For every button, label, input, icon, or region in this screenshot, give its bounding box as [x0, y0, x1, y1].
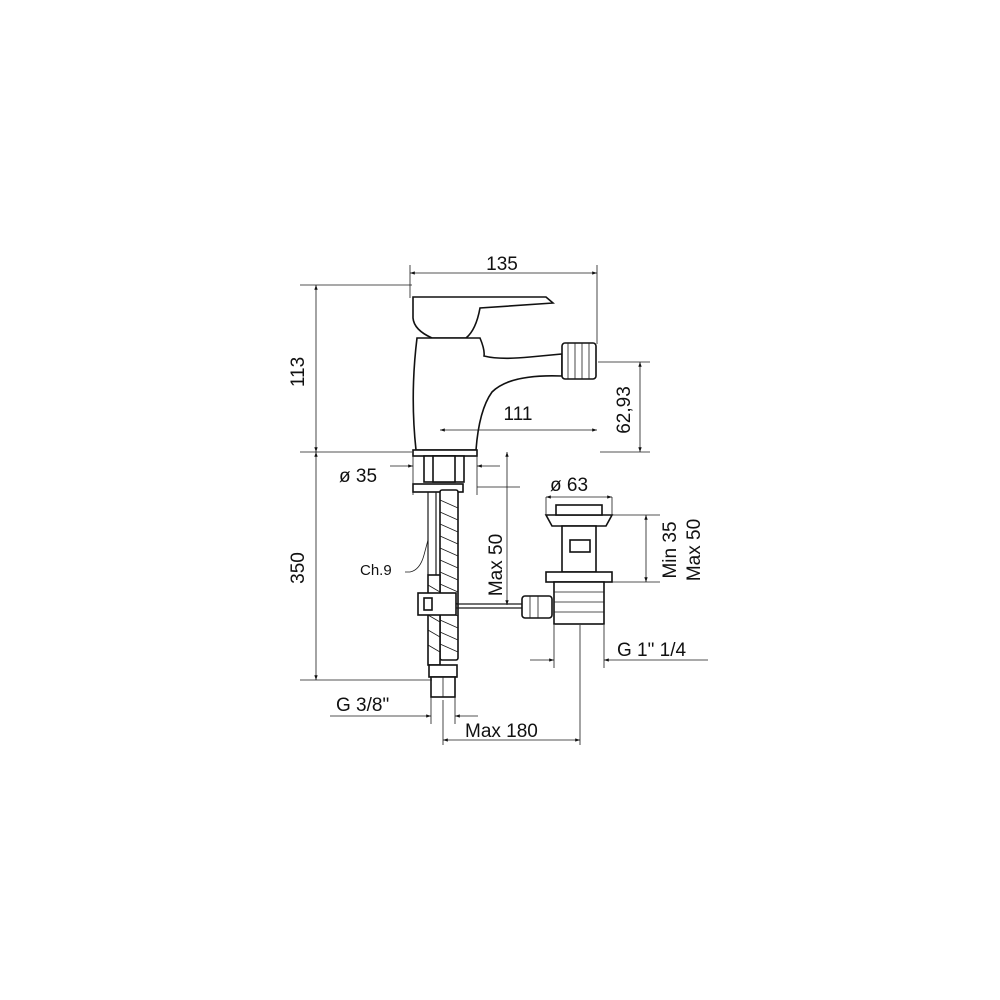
dim-diameter-35: ø 35 [339, 466, 377, 487]
dim-max-50-left: Max 50 [486, 534, 507, 596]
dim-113: 113 [288, 357, 309, 387]
dim-max-180: Max 180 [465, 721, 538, 742]
lever-handle [412, 296, 556, 339]
dim-g-3-8: G 3/8" [336, 695, 389, 716]
dim-350: 350 [288, 552, 309, 584]
dim-g-1-1-4: G 1" 1/4 [617, 640, 686, 661]
dim-62-93: 62,93 [614, 386, 635, 434]
base-plate [412, 449, 478, 457]
popup-waste [521, 504, 614, 625]
spout-nozzle [561, 342, 597, 380]
dim-135: 135 [486, 254, 518, 275]
dim-ch9: Ch.9 [360, 562, 392, 579]
rod-clamp [417, 592, 457, 616]
dim-diameter-63: ø 63 [550, 475, 588, 496]
mixer-body [412, 296, 597, 575]
body-column [412, 337, 563, 451]
dim-max-50-right: Max 50 [684, 519, 705, 581]
dim-111: 111 [504, 404, 533, 425]
dim-min-35: Min 35 [660, 521, 681, 578]
dimension-lines [300, 265, 708, 745]
